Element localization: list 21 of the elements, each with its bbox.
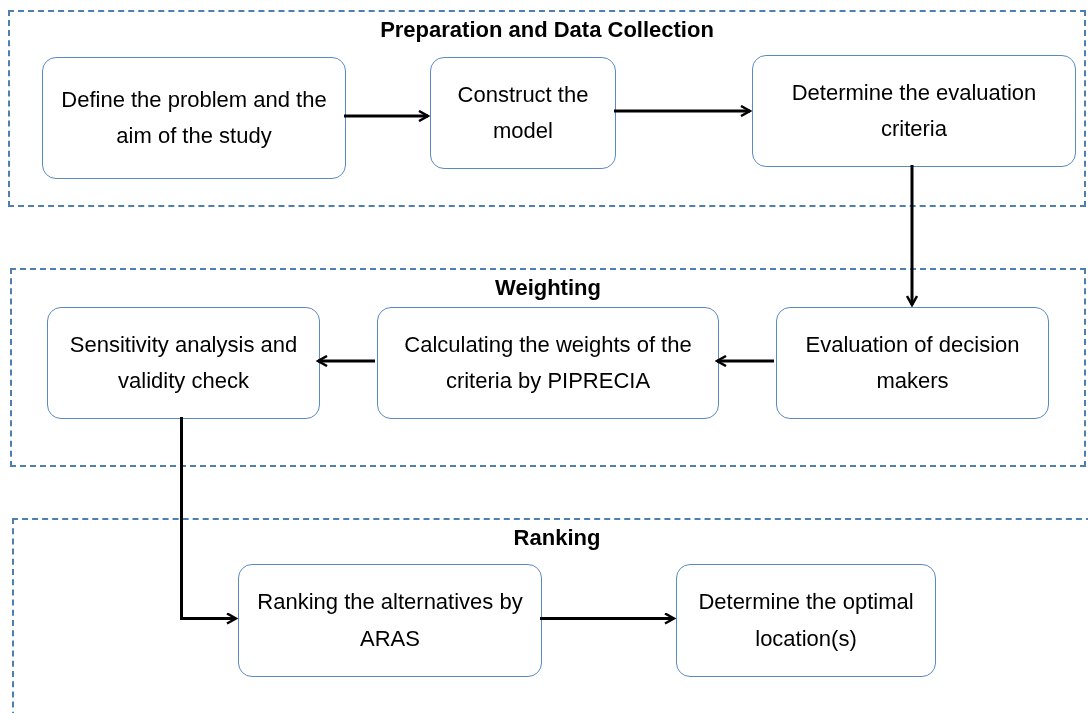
arrow (180, 417, 238, 625)
group-title: Preparation and Data Collection (379, 16, 715, 44)
arrow (614, 104, 752, 118)
process-box: Ranking the alternatives by ARAS (238, 564, 542, 677)
dashed-group-frame (10, 268, 1086, 467)
process-box: Calculating the weights of the criteria by PIPRECIA (377, 307, 719, 419)
arrow (715, 354, 774, 368)
arrow (344, 109, 430, 123)
arrow (540, 612, 676, 625)
process-box: Define the problem and the aim of the study (42, 57, 346, 179)
process-box: Construct the model (430, 57, 616, 169)
group-title: Weighting (494, 274, 602, 302)
arrow (316, 354, 375, 368)
dashed-group-frame (8, 10, 1086, 207)
group-title: Ranking (512, 524, 602, 552)
process-box: Evaluation of decision makers (776, 307, 1049, 419)
dashed-group-frame (12, 518, 1088, 713)
process-box: Determine the evaluation criteria (752, 55, 1076, 167)
process-box: Determine the optimal location(s) (676, 564, 936, 677)
arrow (905, 165, 919, 307)
process-box: Sensitivity analysis and validity check (47, 307, 320, 419)
